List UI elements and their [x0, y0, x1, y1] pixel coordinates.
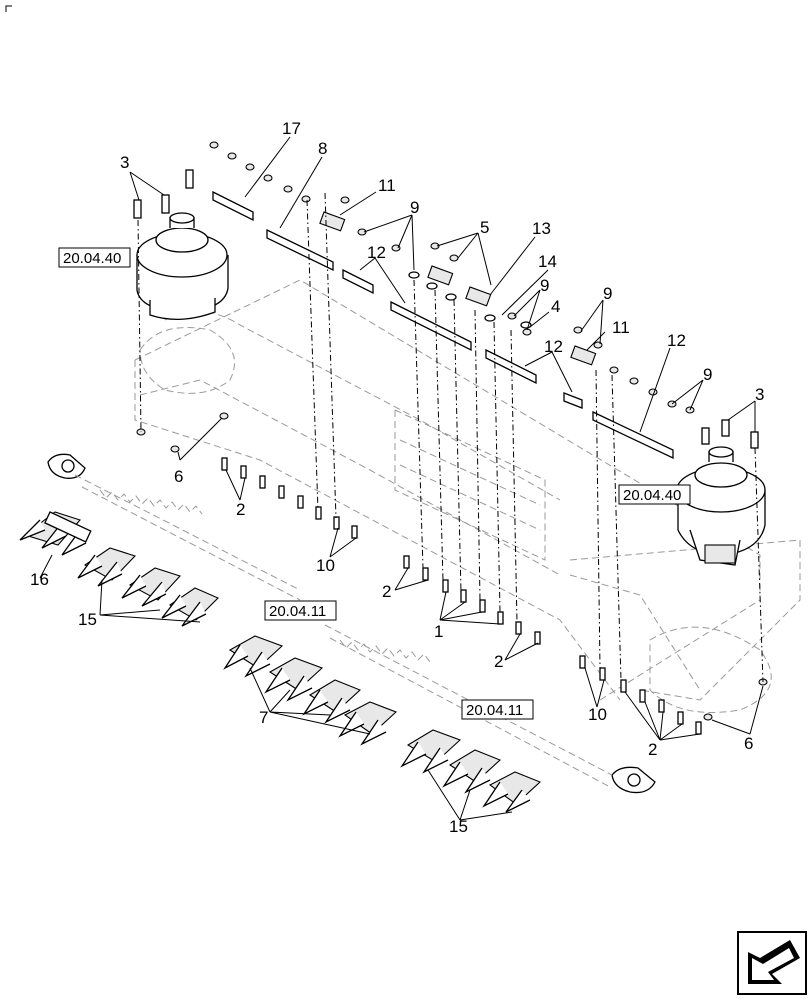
clips: [319, 211, 597, 366]
callout-12-a: 12: [367, 243, 386, 262]
callout-2-a: 2: [236, 500, 245, 519]
right-gearbox: [676, 446, 766, 566]
callout-2-b: 2: [382, 582, 391, 601]
reference-label: 20.04.11: [466, 702, 523, 719]
leader-lines: [39, 136, 764, 821]
guards-group-15-left: [77, 547, 219, 627]
callout-14: 14: [538, 252, 557, 271]
callout-3-right: 3: [755, 385, 764, 404]
arrow-icon[interactable]: [737, 931, 807, 995]
reference-label: 20.04.40: [623, 487, 681, 504]
callout-15-left: 15: [78, 610, 97, 629]
reference-label: 20.04.11: [269, 603, 326, 620]
nuts: [136, 141, 768, 721]
callout-11-left: 11: [378, 176, 396, 195]
callout-9-d: 9: [703, 365, 712, 384]
callout-17: 17: [282, 119, 301, 138]
callout-4: 4: [551, 297, 560, 316]
callout-13: 13: [532, 219, 551, 238]
callout-15-right: 15: [449, 817, 468, 836]
callout-6-right: 6: [744, 734, 753, 753]
assembly-lines: [137, 192, 764, 683]
knife-bars: [74, 474, 613, 789]
callout-3-left: 3: [120, 153, 129, 172]
callout-16: 16: [30, 570, 49, 589]
reference-box-left-knife[interactable]: 20.04.11: [264, 600, 337, 621]
right-knife-head: [611, 766, 656, 794]
reference-box-left-gearbox[interactable]: 20.04.40: [58, 247, 131, 268]
callout-6-left: 6: [174, 467, 183, 486]
callout-10-right: 10: [588, 705, 607, 724]
callout-2-c: 2: [494, 652, 503, 671]
callout-12-c: 12: [667, 331, 686, 350]
reference-box-right-gearbox[interactable]: 20.04.40: [618, 484, 691, 505]
callout-7: 7: [259, 708, 268, 727]
callout-1: 1: [434, 622, 443, 641]
guards-group-7: [223, 635, 398, 746]
reference-label: 20.04.40: [63, 250, 121, 267]
left-knife-head: [47, 453, 86, 479]
corner-mark: [5, 5, 12, 12]
callout-11-right: 11: [612, 318, 630, 337]
callout-2-d: 2: [648, 740, 657, 759]
left-gearbox: [136, 212, 229, 320]
callout-5: 5: [480, 218, 489, 237]
bolts: [133, 169, 759, 735]
callout-10-left: 10: [316, 556, 335, 575]
callout-9-c: 9: [603, 284, 612, 303]
guards-group-16: [19, 511, 92, 556]
plates: [212, 190, 674, 460]
callout-labels: 3 17 8 11 9 5 13 12 14 9 4 9 11 12 12 9 …: [30, 119, 764, 836]
callout-9-a: 9: [410, 198, 419, 217]
guards-group-15-right: [400, 729, 542, 813]
callout-12-b: 12: [544, 337, 563, 356]
callout-9-b: 9: [540, 276, 549, 295]
callout-8: 8: [318, 139, 327, 158]
reference-box-right-knife[interactable]: 20.04.11: [461, 699, 534, 720]
